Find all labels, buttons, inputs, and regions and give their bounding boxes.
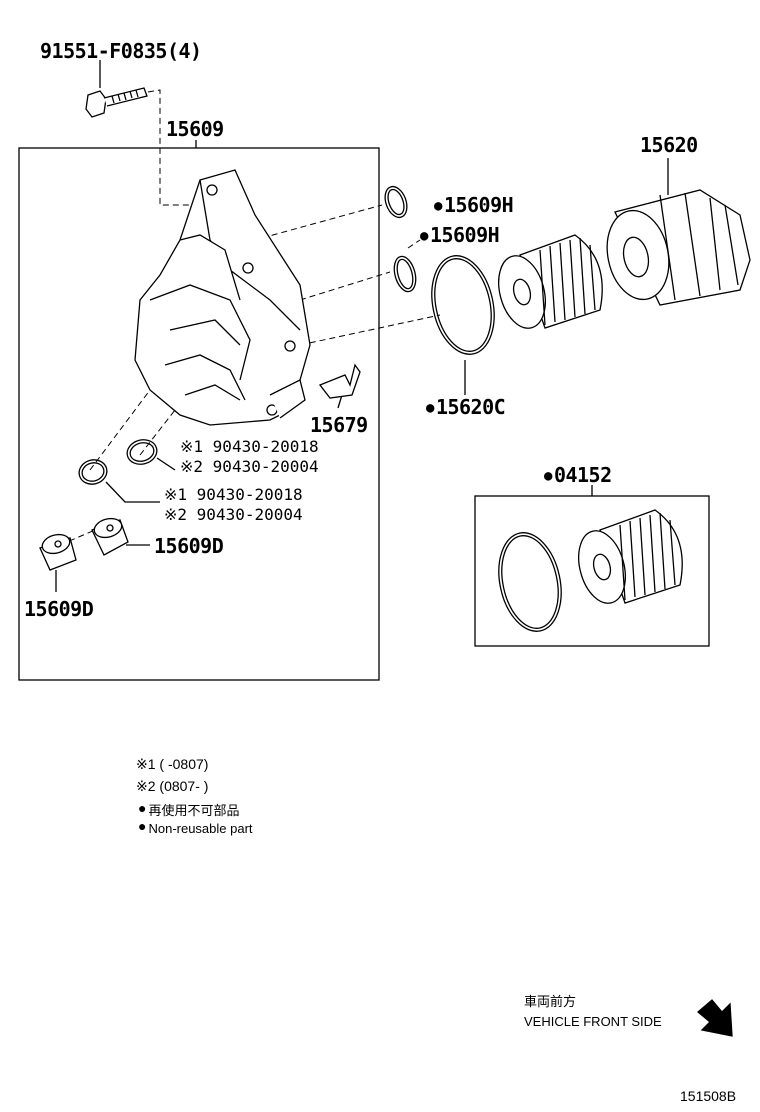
plug-left-drawing	[39, 533, 77, 571]
callout-element-kit: 04152	[544, 464, 612, 487]
bracket-drawing	[318, 363, 361, 399]
figure-id: 151508B	[680, 1088, 737, 1104]
housing-drawing	[134, 169, 311, 426]
filter-element-drawing	[498, 234, 603, 329]
direction-label-ja: 車両前方	[524, 994, 577, 1009]
plug-right-drawing	[91, 517, 129, 556]
callout-oring-upper: 15609H	[434, 194, 514, 217]
filter-cap-drawing	[606, 189, 751, 306]
front-arrow-icon	[696, 999, 733, 1037]
callout-plug-left: 15609D	[24, 597, 94, 621]
oring-upper-drawing	[384, 185, 408, 219]
callout-washer-b-2: ※2 90430-20004	[164, 505, 303, 524]
kit-gasket-drawing	[498, 532, 562, 632]
legend-nonreusable-ja: 再使用不可部品	[138, 800, 239, 819]
legend-note-1: ※1 ( -0807)	[136, 756, 209, 772]
callout-washer-a-2: ※2 90430-20004	[180, 457, 319, 476]
callout-bolt: 91551-F0835(4)	[40, 39, 202, 63]
callout-gasket: 15620C	[426, 396, 506, 419]
callout-washer-a-1: ※1 90430-20018	[180, 437, 319, 456]
legend-nonreusable-en: Non-reusable part	[138, 818, 252, 837]
housing-frame	[18, 147, 380, 681]
callout-cap: 15620	[640, 133, 698, 157]
legend-note-2: ※2 (0807- )	[136, 778, 209, 794]
callout-housing: 15609	[166, 117, 224, 141]
callout-oring-lower: 15609H	[420, 224, 500, 247]
washer-b-drawing	[78, 459, 108, 485]
callout-bracket: 15679	[310, 413, 368, 437]
direction-label-en: VEHICLE FRONT SIDE	[524, 1014, 662, 1029]
callout-plug-right: 15609D	[154, 534, 224, 558]
kit-element-drawing	[578, 509, 683, 604]
washer-a-drawing	[126, 439, 158, 465]
bolt-drawing	[85, 87, 148, 118]
oring-lower-drawing	[393, 255, 417, 293]
callout-washer-b-1: ※1 90430-20018	[164, 485, 303, 504]
gasket-drawing	[431, 255, 495, 355]
